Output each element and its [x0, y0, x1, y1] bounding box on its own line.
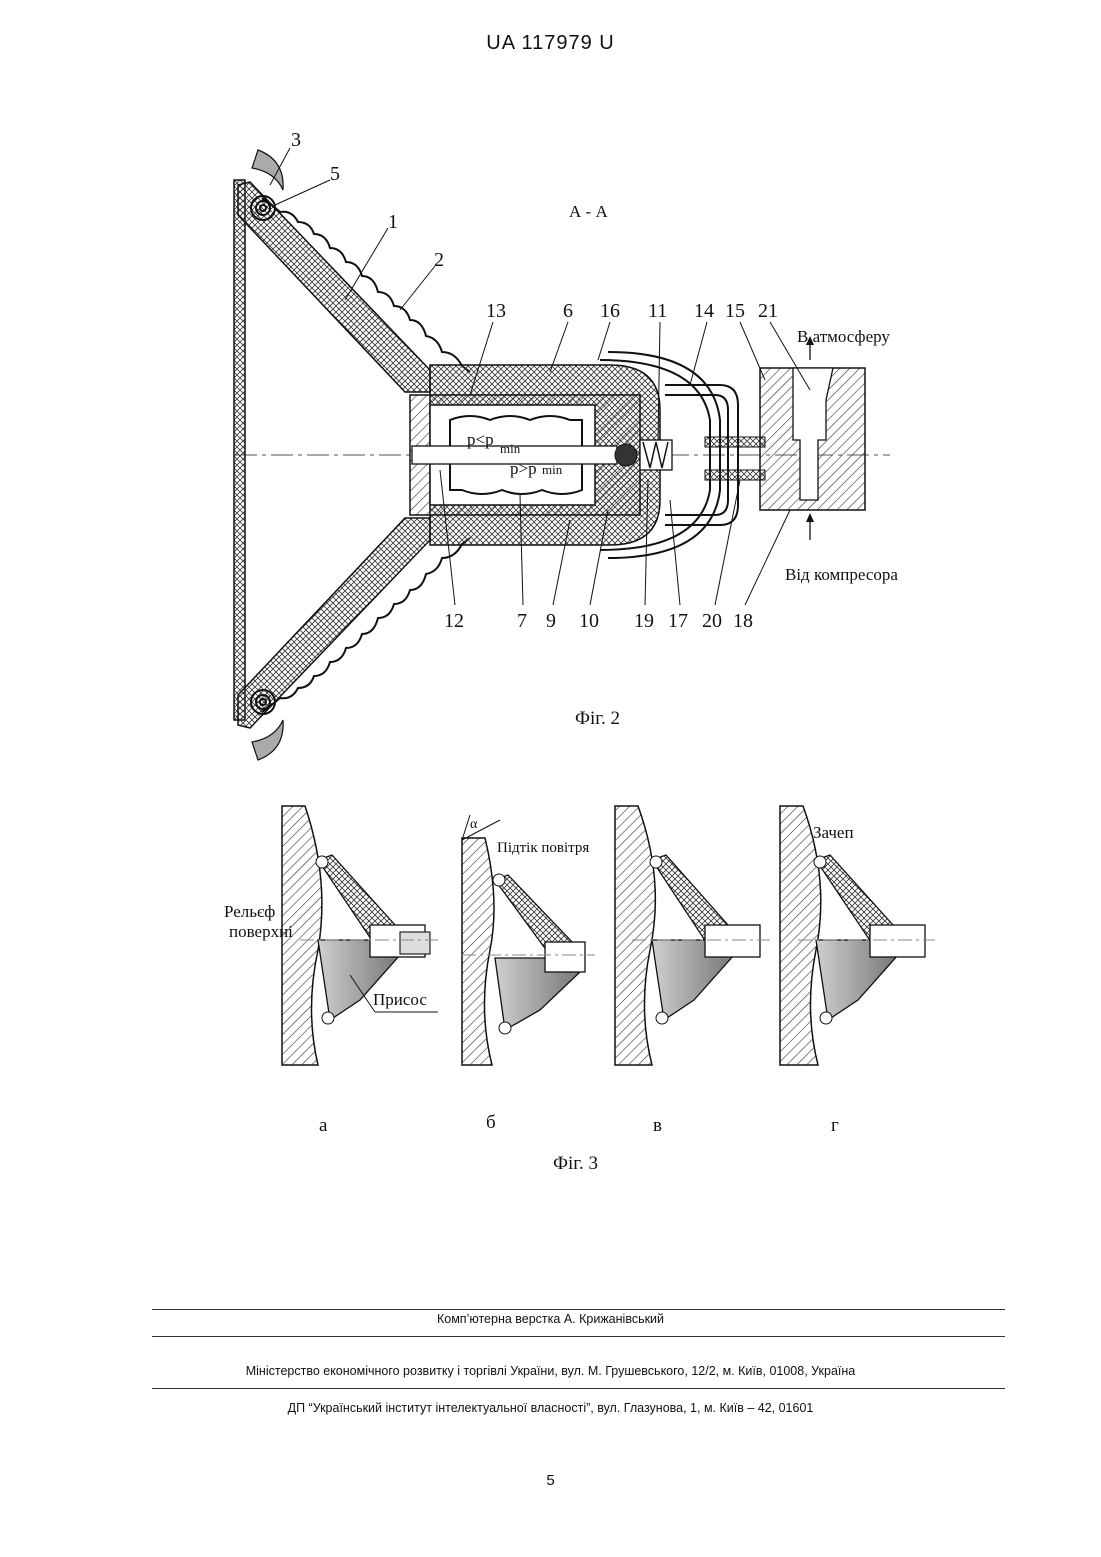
fig3-caption: Фіг. 3 [553, 1153, 598, 1174]
fig2-label-3: 3 [291, 129, 301, 151]
fig2-label-19: 19 [634, 610, 654, 632]
fig3-panel-a [282, 806, 438, 1065]
fig2-p-greater: p>p [510, 459, 537, 478]
fig2-label-7: 7 [517, 610, 527, 632]
fig3-air-inflow: Підтік повітря [497, 840, 589, 856]
fig2-from-compressor: Від компресора [785, 565, 898, 584]
fig2-label-17: 17 [668, 610, 688, 632]
fig3-relief-line2: поверхні [229, 922, 293, 941]
footer-layout: Комп’ютерна верстка А. Крижанівський [0, 1312, 1101, 1326]
fig3-alpha: α [470, 817, 478, 832]
fig3-panel-label-v: в [653, 1115, 662, 1136]
footer-rule-3 [152, 1388, 1005, 1389]
fig2-label-10: 10 [579, 610, 599, 632]
fig3-panel-label-g: г [831, 1115, 839, 1136]
fig2-section-label: А - А [569, 202, 608, 221]
fig2-label-18: 18 [733, 610, 753, 632]
footer-ministry: Міністерство економічного розвитку і тор… [0, 1364, 1101, 1378]
fig2-p-less-sub: min [500, 441, 521, 456]
fig2-caption: Фіг. 2 [575, 708, 620, 729]
figure-2: 3 5 1 2 13 6 16 11 14 15 21 12 7 9 10 19… [234, 129, 898, 760]
fig2-label-21: 21 [758, 300, 778, 322]
fig3-relief-line1: Рельєф [224, 902, 275, 921]
fig2-to-atmosphere: В атмосферу [797, 327, 890, 346]
fig3-panel-label-b: б [486, 1112, 496, 1133]
fig2-p-less: p<p [467, 430, 494, 449]
fig2-label-12: 12 [444, 610, 464, 632]
fig2-label-11: 11 [648, 300, 667, 322]
fig2-label-5: 5 [330, 163, 340, 185]
fig3-panel-label-a: а [319, 1115, 328, 1136]
footer-institute: ДП “Український інститут інтелектуальної… [0, 1401, 1101, 1415]
fig2-label-14: 14 [694, 300, 714, 322]
fig2-label-20: 20 [702, 610, 722, 632]
page-number: 5 [0, 1472, 1101, 1489]
fig2-label-13: 13 [486, 300, 506, 322]
fig2-label-1: 1 [388, 211, 398, 233]
figure-3: Рельєф поверхні Присос Підтік повітря За… [224, 806, 935, 1174]
fig2-label-16: 16 [600, 300, 620, 322]
footer-rule-1 [152, 1309, 1005, 1310]
fig2-p-greater-sub: min [542, 462, 563, 477]
fig3-hook: Зачеп [813, 823, 854, 842]
fig3-suction: Присос [373, 990, 427, 1009]
fig3-panel-g [780, 806, 935, 1065]
fig2-label-6: 6 [563, 300, 573, 322]
fig2-label-15: 15 [725, 300, 745, 322]
footer-rule-2 [152, 1336, 1005, 1337]
fig3-panel-v [615, 806, 770, 1065]
fig2-label-2: 2 [434, 249, 444, 271]
fig2-label-9: 9 [546, 610, 556, 632]
